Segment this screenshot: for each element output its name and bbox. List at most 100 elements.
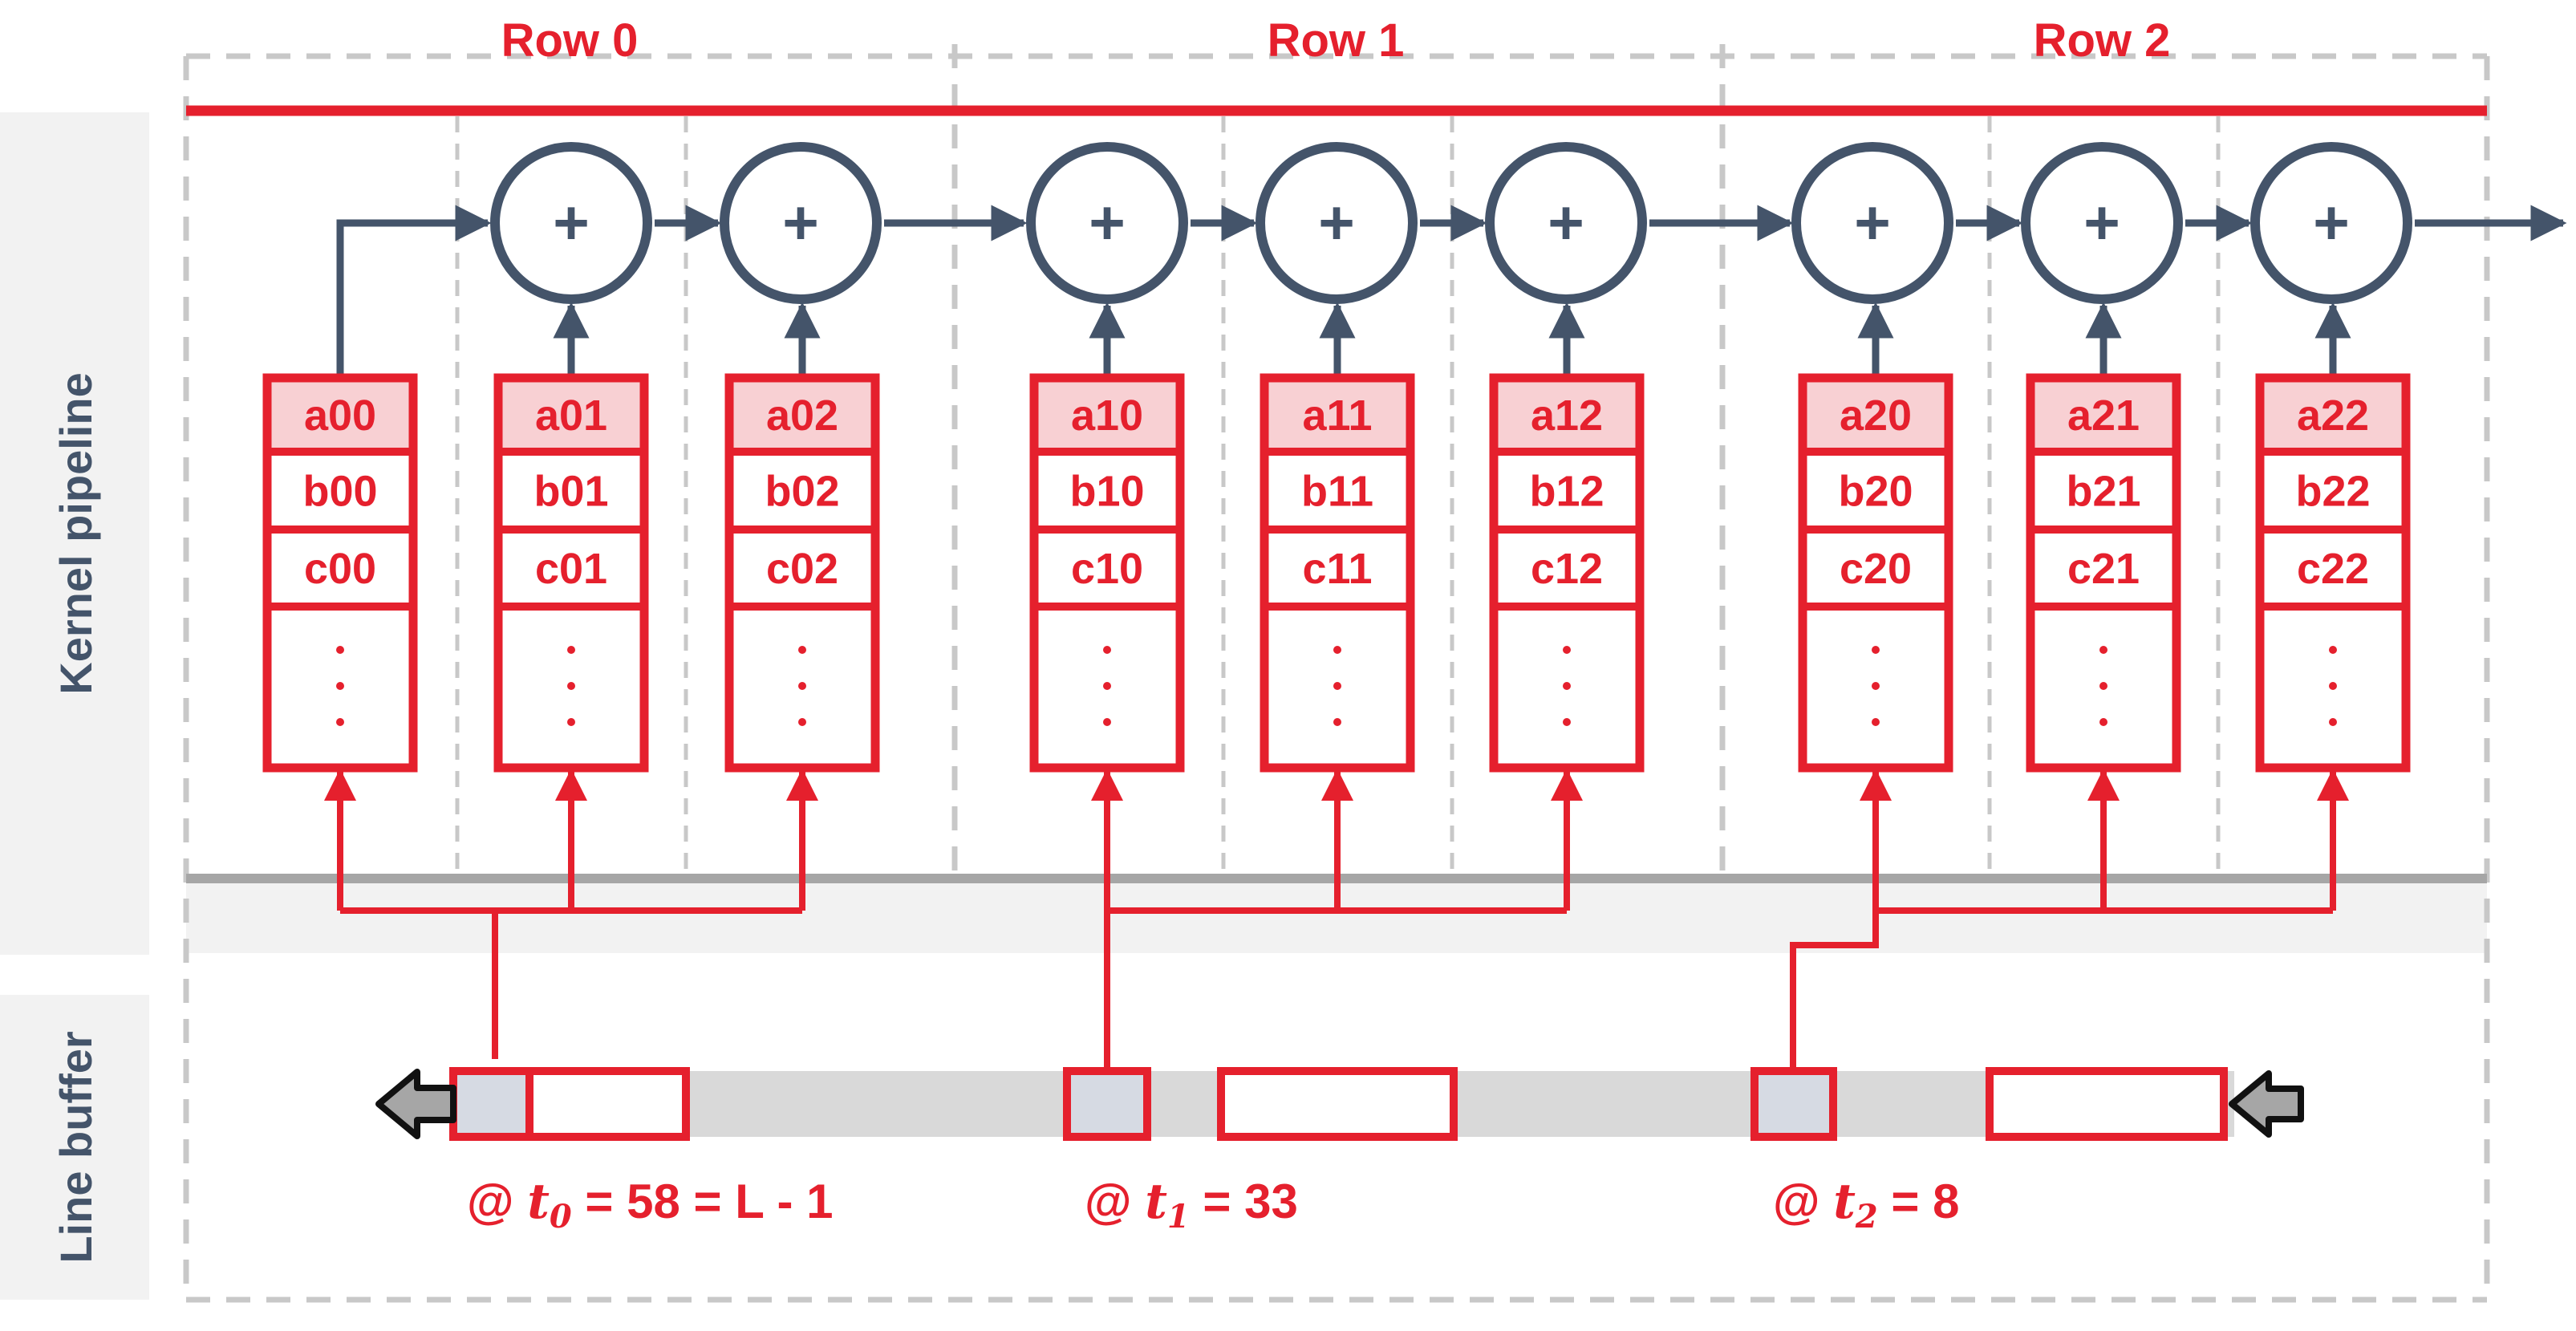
row-2-title: Row 2 (2034, 14, 2171, 67)
row-separators (951, 44, 1726, 879)
kernel-b-label: b10 (1069, 468, 1144, 516)
kernel-a-label: a11 (1302, 392, 1372, 440)
kernel-a-cell (729, 378, 875, 452)
kernel-a-cell (267, 378, 413, 452)
kernel-box (1260, 373, 1415, 773)
kernel-pipeline-label: Kernel pipeline (51, 372, 101, 694)
adder-circle (2250, 142, 2412, 304)
kernel-box (1029, 373, 1185, 773)
kernel-c-label: c10 (1071, 545, 1143, 593)
kernel-a-label: a10 (1071, 392, 1143, 440)
adder-circle (1026, 142, 1188, 304)
kernel-a-label: a12 (1531, 392, 1603, 440)
kernel-c-label: c00 (304, 545, 376, 593)
kernel-ellipsis (1333, 646, 1341, 726)
kernel-a-cell (498, 378, 644, 452)
row-1-title: Row 1 (1268, 14, 1405, 67)
buffer-cell-t2 (1750, 1067, 1837, 1141)
kernel-a-cell (1034, 378, 1180, 452)
line-buffer-label-panel (0, 995, 149, 1300)
kernel-c-label: c12 (1531, 545, 1603, 593)
adder-11: + (1256, 142, 1418, 304)
kernel-pipeline-label-panel (0, 112, 149, 955)
adder-02: + (720, 142, 882, 304)
plus-icon: + (2083, 187, 2120, 258)
kernel-box (1489, 373, 1645, 773)
shift-in-arrow-icon (2229, 1070, 2304, 1138)
kernel-b-label: b11 (1301, 468, 1373, 516)
kernel-column-separators (455, 116, 2221, 879)
kernel-11: a11 b11 c11 (1260, 302, 1415, 773)
kernel-10: a10 b10 c10 (1029, 302, 1185, 773)
kernel-ellipsis (2099, 646, 2107, 726)
adder-22: + (2250, 142, 2412, 304)
kernel-ellipsis (567, 646, 575, 726)
adder-12: + (1485, 142, 1647, 304)
plus-icon: + (1548, 187, 1584, 258)
buffer-segment (1986, 1067, 2228, 1141)
kernel-b-label: b12 (1529, 468, 1604, 516)
kernel-box (724, 373, 880, 773)
plus-icon: + (1089, 187, 1126, 258)
kernel-ellipsis (1103, 646, 1111, 726)
adder-circle (720, 142, 882, 304)
time-label-1: @ t1 = 33 (1085, 1174, 1298, 1236)
adder-circle (490, 142, 652, 304)
adder-01: + (490, 142, 652, 304)
row-0-title: Row 0 (501, 14, 639, 67)
kernel-b-label: b00 (302, 468, 377, 516)
kernel-12: a12 b12 c12 (1489, 302, 1645, 773)
adder-10: + (1026, 142, 1188, 304)
line-buffer (375, 1067, 2304, 1141)
adder-circle (1256, 142, 1418, 304)
kernel-b-label: b22 (2295, 468, 2370, 516)
kernel-box (2255, 373, 2411, 773)
kernel-c-label: c01 (535, 545, 607, 593)
plus-icon: + (782, 187, 819, 258)
time-label-2: @ t2 = 8 (1773, 1174, 1960, 1236)
kernel-a-label: a22 (2297, 392, 2369, 440)
kernel-a-label: a02 (766, 392, 838, 440)
kernel-a-cell (1264, 378, 1410, 452)
kernel-box (493, 373, 649, 773)
plus-icon: + (2313, 187, 2350, 258)
adder-circle (2021, 142, 2183, 304)
adder-circle (1791, 142, 1953, 304)
adder-chain (336, 205, 2567, 374)
shift-out-arrow-icon (375, 1069, 456, 1139)
kernel-a-label: a01 (535, 392, 607, 440)
buffer-cell-t1 (1063, 1067, 1151, 1141)
chain-input-arrow (336, 205, 492, 374)
kernel-ellipsis (798, 646, 806, 726)
kernel-ellipsis (336, 646, 344, 726)
buffer-segment (525, 1067, 690, 1141)
outer-dashed-frame (183, 53, 2490, 1303)
adder-20: + (1791, 142, 1953, 304)
kernel-b-label: b21 (2066, 468, 2140, 516)
buffer-segment (1217, 1067, 1458, 1141)
adder-21: + (2021, 142, 2183, 304)
kernel-01: a01 b01 c01 (493, 302, 649, 773)
kernel-b-label: b20 (1838, 468, 1913, 516)
kernel-ellipsis (1563, 646, 1571, 726)
time-label-0: @ t0 = 58 = L - 1 (467, 1174, 834, 1236)
kernel-box (2026, 373, 2181, 773)
kernel-c-label: c11 (1302, 545, 1372, 593)
kernel-a-label: a00 (304, 392, 376, 440)
kernel-a-cell (2030, 378, 2176, 452)
adder-circle (1485, 142, 1647, 304)
buffer-cell-t0 (449, 1067, 533, 1141)
kernel-c-label: c02 (766, 545, 838, 593)
plus-icon: + (1854, 187, 1891, 258)
kernel-a-label: a20 (1840, 392, 1912, 440)
plus-icon: + (553, 187, 590, 258)
kernel-b-label: b01 (533, 468, 608, 516)
kernel-box (1798, 373, 1953, 773)
kernel-a-label: a21 (2067, 392, 2140, 440)
plus-icon: + (1318, 187, 1355, 258)
line-buffer-label: Line buffer (51, 1031, 101, 1263)
